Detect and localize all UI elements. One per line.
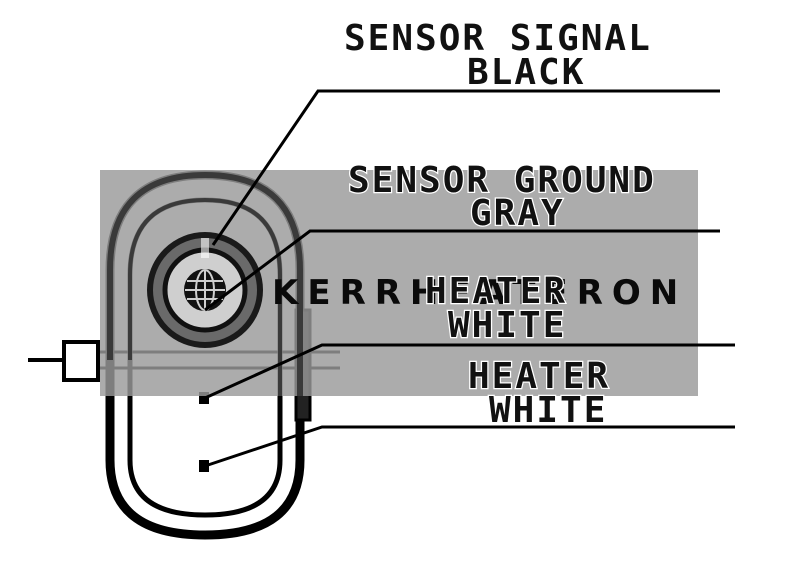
label-heater-1: HEATER [425, 271, 567, 312]
label-sensor-ground: SENSOR GROUND [348, 160, 656, 201]
label-gray: GRAY [470, 193, 565, 234]
globe-icon [147, 232, 263, 348]
heater-terminal-upper [199, 392, 209, 404]
connector-stub [28, 340, 100, 382]
sensor-outline-through-overlay [107, 171, 303, 396]
leader-heater-2 [204, 425, 735, 468]
leader-lines [204, 89, 735, 468]
label-white-1: WHITE [448, 305, 566, 346]
leader-heater-1 [204, 343, 735, 400]
watermark-brand: KERRHEATERON [272, 273, 687, 313]
label-heater-2: HEATER [468, 356, 610, 397]
leader-sensor-ground [204, 229, 720, 312]
heater-terminal-lower [199, 460, 209, 472]
label-sensor-signal: SENSOR SIGNAL [344, 18, 652, 59]
label-white-2: WHITE [489, 390, 607, 431]
leader-sensor-signal [211, 89, 720, 246]
label-black: BLACK [467, 52, 585, 93]
